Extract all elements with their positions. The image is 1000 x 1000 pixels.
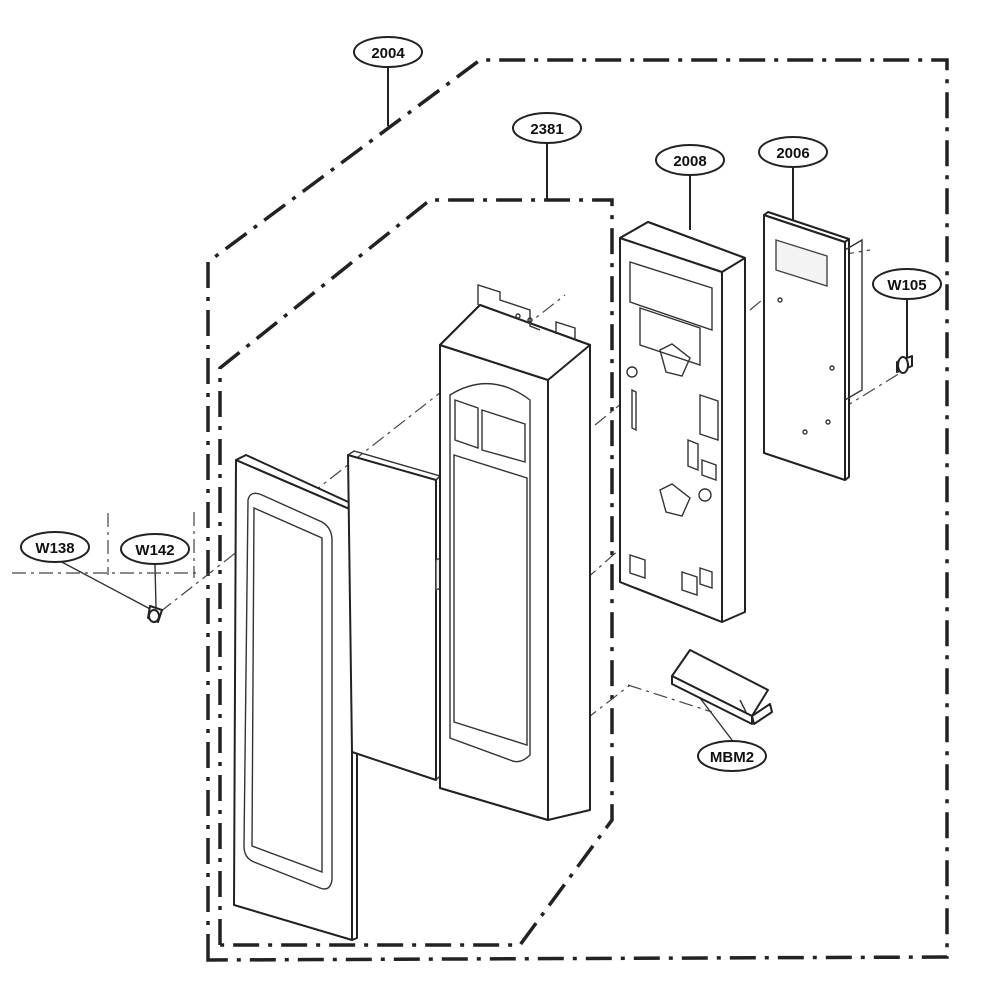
callout-w105-text: W105 [887,277,926,294]
callout-mbm2: MBM2 [697,740,767,772]
bracket-mbm2 [671,649,773,725]
callout-w138: W138 [20,531,90,563]
callout-mbm2-text: MBM2 [710,749,754,766]
callout-2008: 2008 [655,144,725,176]
callout-2004: 2004 [353,36,423,68]
callout-2004-text: 2004 [371,45,405,62]
callout-w142-text: W142 [135,542,174,559]
callout-w138-text: W138 [35,540,74,557]
pcb-board-2006 [763,211,863,481]
assembly-boundary-2381 [218,198,614,947]
callout-2381: 2381 [512,112,582,144]
callout-2006: 2006 [758,136,828,168]
callout-leaders [57,66,908,741]
callout-2008-text: 2008 [673,153,706,170]
control-panel-frame [439,284,591,821]
screw-w138-w142 [147,605,163,623]
callout-2006-text: 2006 [776,145,809,162]
screw-w105 [896,355,913,374]
callout-2381-text: 2381 [530,121,563,138]
front-panel [233,454,358,941]
callout-w105: W105 [872,268,942,300]
assembly-boundary-2004 [206,58,949,962]
membrane-sheet [347,450,442,781]
rear-chassis-2008 [619,221,746,623]
callout-w142: W142 [120,533,190,565]
